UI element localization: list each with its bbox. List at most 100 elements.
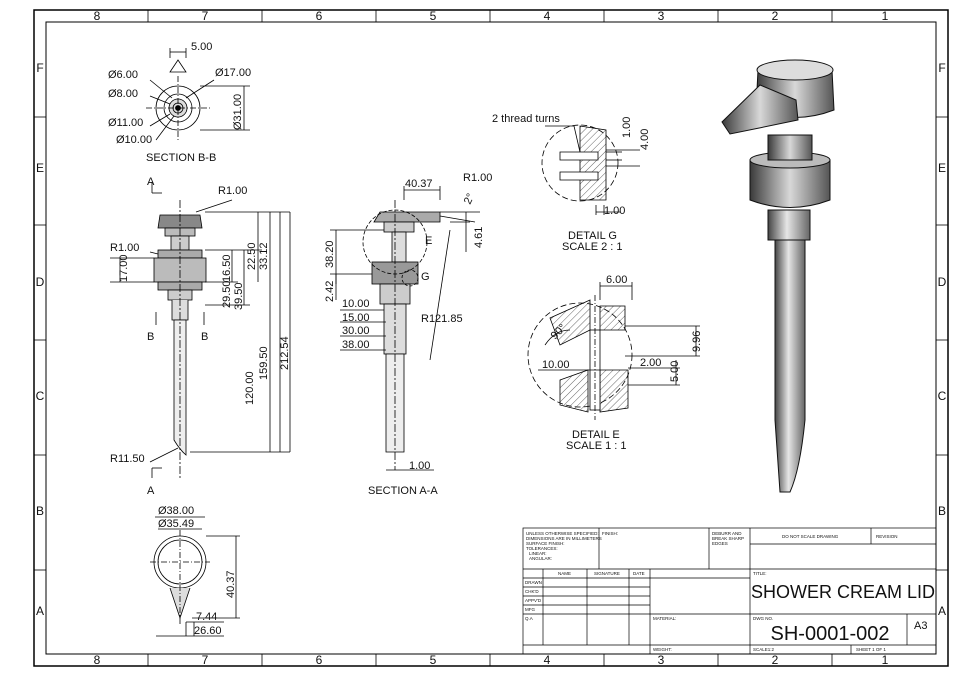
tb-sheet-size: A3 — [914, 620, 927, 632]
zone-col-bottom: 5 — [430, 653, 437, 667]
caption-detail-g: DETAIL G — [568, 230, 617, 242]
title-block — [522, 527, 937, 655]
dim-aa-38: 38.00 — [342, 339, 370, 351]
dim-aa-1: 1.00 — [409, 460, 430, 472]
tb-tolerance-line: SURFACE FINISH: — [526, 541, 565, 546]
zone-row-right: F — [938, 61, 945, 75]
dim-bb-dia31: Ø31.00 — [232, 94, 244, 130]
tb-deburr-line: BREAK SHARP — [712, 536, 744, 541]
zone-col-top: 8 — [94, 9, 101, 23]
zone-col-bottom: 6 — [316, 653, 323, 667]
tb-sheet: SHEET 1 OF 1 — [856, 647, 886, 652]
dim-aa-15: 15.00 — [342, 312, 370, 324]
dim-aa-40-37: 40.37 — [405, 178, 433, 190]
dim-e-2: 2.00 — [640, 357, 661, 369]
zone-col-bottom: 4 — [544, 653, 551, 667]
front-view — [110, 182, 291, 480]
detail-e-view — [527, 282, 700, 420]
dim-front-16-50: 16.50 — [221, 254, 233, 282]
dim-bb-dia6: Ø6.00 — [108, 69, 138, 81]
outer-border — [33, 9, 949, 667]
tb-tolerance-line: LINEAR: — [529, 551, 547, 556]
zone-row-right: E — [938, 161, 946, 175]
dim-e-10: 10.00 — [542, 359, 570, 371]
dim-e-5: 5.00 — [669, 361, 681, 382]
dim-bottom-7-44: 7.44 — [196, 611, 217, 623]
dim-front-159-50: 159.50 — [258, 346, 270, 380]
tb-title-label: TITLE: — [753, 571, 767, 576]
tb-header-date: DATE — [633, 571, 645, 576]
zone-col-top: 2 — [772, 9, 779, 23]
dim-bb-dia8: Ø8.00 — [108, 88, 138, 100]
zone-col-top: 4 — [544, 9, 551, 23]
dim-bb-width: 5.00 — [191, 41, 212, 53]
dim-g-1-top: 1.00 — [621, 117, 633, 138]
tb-header-name: NAME — [558, 571, 571, 576]
zone-row-right: B — [938, 504, 946, 518]
dim-front-r11-50: R11.50 — [110, 453, 145, 465]
zone-row-left: A — [36, 604, 44, 618]
caption-section-bb: SECTION B-B — [146, 152, 216, 164]
section-mark-b-left: B — [147, 331, 154, 343]
tb-deburr-line: DEBURR AND — [712, 531, 742, 536]
dim-aa-r121-85: R121.85 — [421, 313, 463, 325]
zone-col-bottom: 3 — [658, 653, 665, 667]
scale-detail-g: SCALE 2 : 1 — [562, 241, 623, 253]
tb-scale: SCALE1:2 — [753, 647, 775, 652]
tb-deburr-line: EDGES — [712, 541, 728, 546]
zone-col-top: 6 — [316, 9, 323, 23]
section-aa-view — [330, 186, 480, 471]
dim-front-120: 120.00 — [244, 371, 256, 405]
tb-drawing-title: SHOWER CREAM LID — [751, 582, 935, 602]
tb-role-qa: Q.A — [525, 616, 533, 621]
tb-drawing-number: SH-0001-002 — [771, 623, 890, 645]
dim-front-r1-collar: R1.00 — [110, 242, 139, 254]
dim-front-29-50: 29.50 — [221, 280, 233, 308]
tb-tolerance-line: UNLESS OTHERWISE SPECIFIED: — [526, 531, 599, 536]
tb-header-signature: SIGNATURE — [594, 571, 620, 576]
tb-weight-label: WEIGHT: — [653, 647, 672, 652]
zone-row-right: D — [938, 275, 947, 289]
dim-bb-dia11: Ø11.00 — [108, 117, 143, 129]
zone-col-top: 3 — [658, 9, 665, 23]
zone-col-top: 5 — [430, 9, 437, 23]
dim-aa-r1: R1.00 — [463, 172, 492, 184]
detail-label-e: E — [425, 235, 432, 247]
dim-front-r1-top: R1.00 — [218, 185, 247, 197]
detail-label-g: G — [421, 271, 430, 283]
inner-border — [45, 21, 937, 655]
dim-aa-angle: 2° — [462, 192, 477, 207]
dim-bottom-dia38: Ø38.00 — [158, 505, 194, 517]
tb-tolerance-line: DIMENSIONS ARE IN MILLIMETERS — [526, 536, 602, 541]
dim-aa-4-61: 4.61 — [473, 227, 485, 248]
zone-col-bottom: 1 — [882, 653, 889, 667]
zone-row-right: C — [938, 389, 947, 403]
zone-col-top: 7 — [202, 9, 209, 23]
bottom-view — [150, 516, 240, 637]
dim-front-212-54: 212.54 — [279, 336, 291, 370]
dim-aa-2-42: 2.42 — [324, 281, 336, 302]
zone-row-left: E — [36, 161, 44, 175]
zone-row-left: B — [36, 504, 44, 518]
section-mark-b-right: B — [201, 331, 208, 343]
tb-do-not-scale: DO NOT SCALE DRAWING — [782, 534, 839, 539]
zone-col-bottom: 7 — [202, 653, 209, 667]
dim-bottom-40-37: 40.37 — [225, 570, 237, 598]
dim-aa-30: 30.00 — [342, 325, 370, 337]
tb-material-label: MATERIAL: — [653, 616, 676, 621]
tb-role-mfg: MFG — [525, 607, 535, 612]
caption-section-aa: SECTION A-A — [368, 485, 438, 497]
tb-tolerance-line: TOLERANCES: — [526, 546, 558, 551]
detail-g-view — [541, 124, 640, 215]
dim-g-4: 4.00 — [639, 129, 651, 150]
dim-bottom-26-60: 26.60 — [194, 625, 222, 637]
detail-g-thread-note: 2 thread turns — [492, 113, 560, 125]
dim-e-9-96: 9.96 — [691, 331, 703, 352]
dim-e-6: 6.00 — [606, 274, 627, 286]
section-mark-a-top: A — [147, 176, 155, 188]
tb-dwg-label: DWG NO. — [753, 616, 773, 621]
tb-finish-label: FINISH: — [602, 531, 618, 536]
caption-detail-e: DETAIL E — [572, 429, 620, 441]
tb-revision-label: REVISION — [876, 534, 898, 539]
